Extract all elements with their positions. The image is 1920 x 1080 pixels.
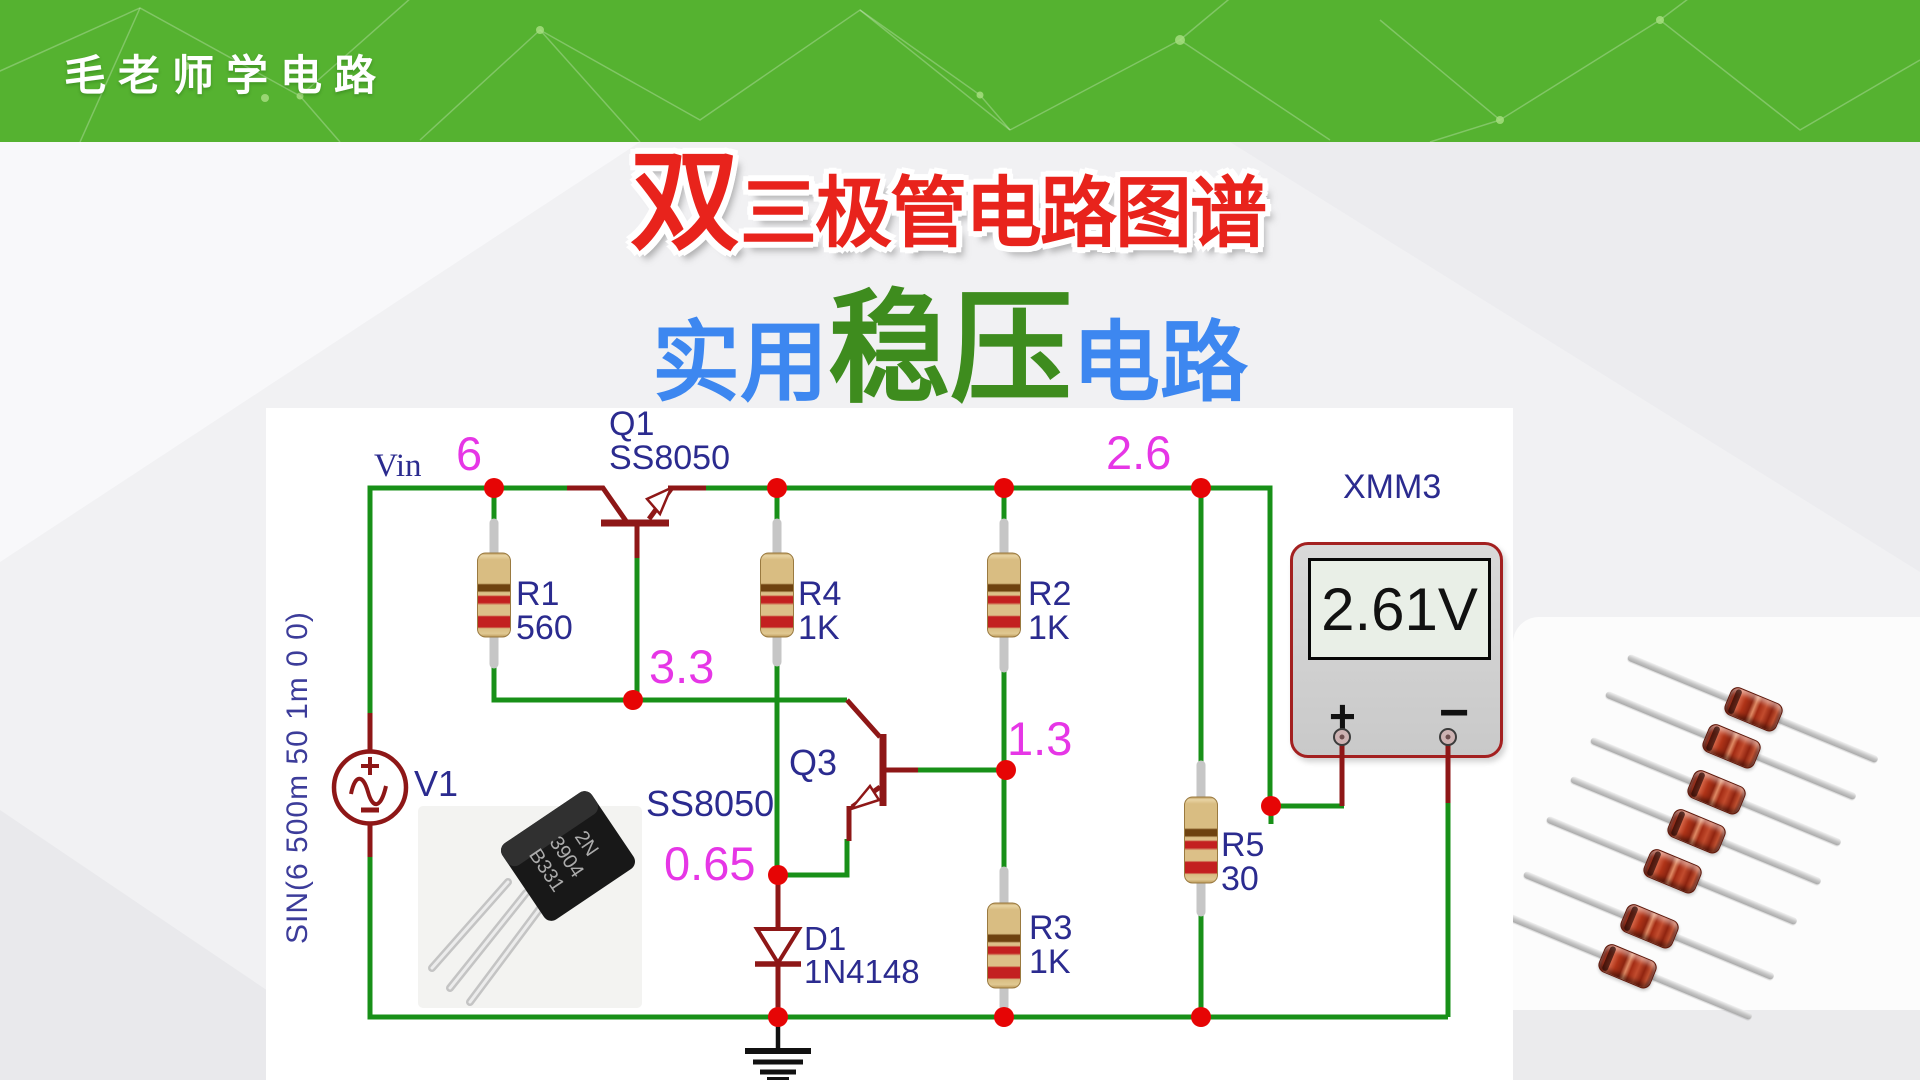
header-pattern	[0, 0, 1920, 143]
diode-photo-panel	[1513, 617, 1920, 1080]
title-line2: 实用 稳压 电路	[652, 288, 1248, 410]
v1-ref: V1	[414, 763, 459, 804]
r2-ref: R2	[1028, 575, 1072, 613]
vin-label: Vin	[374, 448, 422, 484]
r4-ref: R4	[798, 575, 842, 613]
node-value-output: 2.6	[1106, 426, 1172, 479]
node-value-q3-base: 1.3	[1007, 712, 1073, 765]
r2-value: 1K	[1028, 609, 1070, 647]
r1-value: 560	[516, 609, 573, 647]
q1-part: SS8050	[609, 439, 730, 477]
minus-terminal-label: −	[1439, 684, 1470, 742]
title-line2-lead: 实用	[652, 313, 829, 412]
q1-ref: Q1	[609, 405, 655, 443]
r4-value: 1K	[798, 609, 840, 647]
v1-waveform-label: SIN(6 500m 50 1m 0 0)	[281, 611, 314, 944]
q3-ref: Q3	[789, 742, 838, 783]
title-line2-tail: 电路	[1072, 313, 1249, 412]
node-value-q1-base: 3.3	[649, 640, 715, 693]
plus-terminal-label: +	[1329, 690, 1356, 742]
header-banner	[0, 0, 1920, 143]
d1-ref: D1	[804, 920, 847, 957]
title-line1-emphasis: 双	[630, 141, 740, 264]
multimeter: 2.61V + −	[1290, 542, 1503, 758]
q3-part: SS8050	[646, 783, 775, 824]
r3-ref: R3	[1029, 909, 1073, 947]
title-line1: 双 三极管电路图谱	[630, 141, 1267, 264]
r1-ref: R1	[516, 575, 560, 613]
d1-part: 1N4148	[804, 953, 920, 990]
title-line2-emphasis: 稳压	[828, 281, 1073, 417]
photo-floor	[1513, 1010, 1920, 1080]
r3-value: 1K	[1029, 943, 1071, 981]
multimeter-ref: XMM3	[1343, 468, 1442, 506]
title-line1-rest: 三极管电路图谱	[740, 171, 1267, 257]
r5-value: 30	[1221, 860, 1259, 898]
r5-ref: R5	[1221, 826, 1265, 864]
node-value-reference: 0.65	[664, 837, 756, 890]
multimeter-display: 2.61V	[1308, 558, 1491, 660]
channel-logo: 毛老师学电路	[64, 54, 389, 100]
node-value-input: 6	[456, 427, 483, 480]
